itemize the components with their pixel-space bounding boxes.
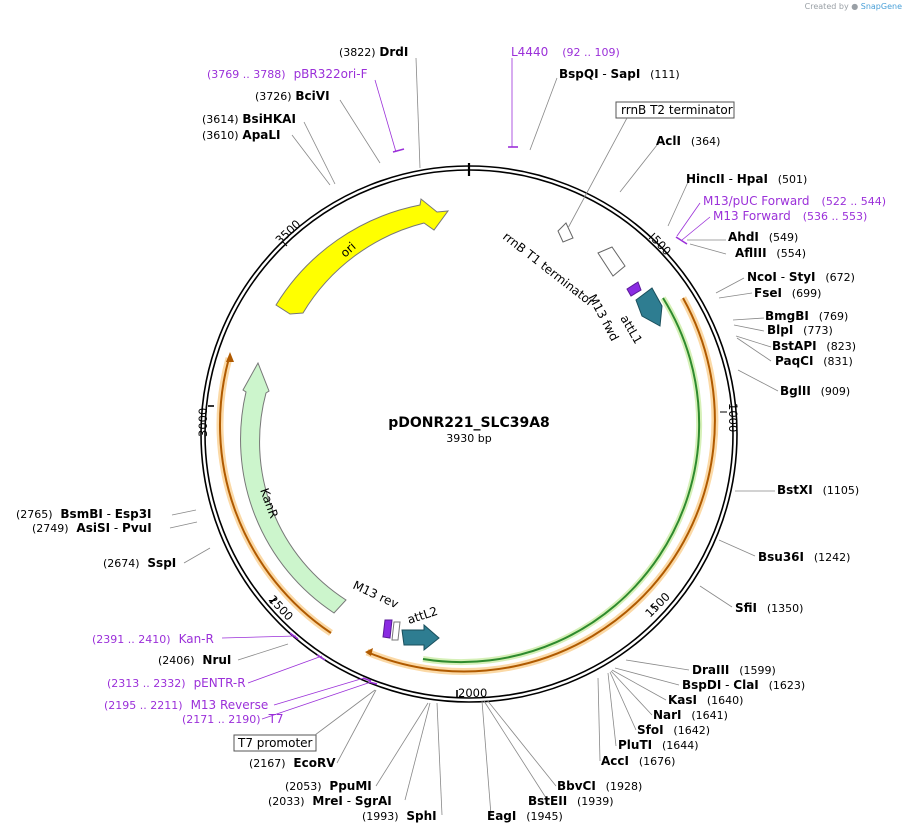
- enzyme-label[interactable]: (2674) SspI: [103, 556, 176, 570]
- enzyme-label[interactable]: (2406) NruI: [158, 653, 231, 667]
- enzyme-label[interactable]: BstAPI (823): [772, 339, 856, 353]
- orf-arc[interactable]: [366, 297, 716, 673]
- orf2-arc[interactable]: [218, 357, 332, 634]
- attl1-label: attL1: [617, 313, 645, 347]
- enzyme-label[interactable]: AccI (1676): [601, 754, 675, 768]
- enzyme-label[interactable]: BspDI - ClaI (1623): [682, 678, 805, 692]
- enzyme-label[interactable]: (2749) AsiSI - PvuI: [32, 521, 152, 535]
- primer-label[interactable]: (2391 .. 2410)Kan-R: [92, 632, 214, 646]
- enzyme-label[interactable]: BlpI (773): [767, 323, 833, 337]
- m13-rev-label: M13 rev: [351, 578, 401, 611]
- enzyme-label[interactable]: SfoI (1642): [637, 723, 710, 737]
- enzyme-label[interactable]: (3610) ApaLI: [202, 128, 281, 142]
- enzyme-label[interactable]: (1993) SphI: [362, 809, 437, 823]
- enzyme-label[interactable]: AclI (364): [656, 134, 720, 148]
- primer-marks: [289, 146, 688, 685]
- enzyme-label[interactable]: PaqCI (831): [775, 354, 853, 368]
- enzyme-label[interactable]: (2053) PpuMI: [285, 779, 372, 793]
- plasmid-size: 3930 bp: [446, 432, 491, 445]
- orf-arrow-head: [365, 648, 373, 656]
- enzyme-label[interactable]: AhdI (549): [728, 230, 798, 244]
- primer-label[interactable]: (2171 .. 2190)T7: [182, 712, 284, 726]
- enzyme-label[interactable]: BbvCI (1928): [557, 779, 642, 793]
- t7-promoter-box: [233, 734, 317, 752]
- primer-label[interactable]: (2313 .. 2332)pENTR-R: [107, 676, 246, 690]
- enzyme-label[interactable]: NarI (1641): [653, 708, 728, 722]
- rrnb-t1-feature[interactable]: [597, 246, 626, 277]
- enzyme-label[interactable]: DraIII (1599): [692, 663, 776, 677]
- ori-feature[interactable]: [275, 198, 450, 315]
- primer-leader-lines: [221, 58, 711, 720]
- enzyme-label[interactable]: PluTI (1644): [618, 738, 699, 752]
- enzyme-label[interactable]: SfiI (1350): [735, 601, 803, 615]
- primer-label[interactable]: (2195 .. 2211)M13 Reverse: [104, 698, 268, 712]
- enzyme-label[interactable]: AflIII (554): [735, 246, 806, 260]
- m13-fwd-feature[interactable]: [626, 281, 642, 297]
- rrnb-t1-label: rrnB T1 terminator: [500, 229, 597, 309]
- attl1-feature[interactable]: [635, 287, 663, 327]
- attl2-feature[interactable]: [401, 623, 440, 652]
- orf2-arrow-head: [226, 352, 234, 362]
- rrnb-t2-box: [615, 101, 735, 119]
- rrnb-t2-box-label: rrnB T2 terminator: [621, 103, 733, 117]
- kanr-feature[interactable]: [240, 361, 347, 614]
- tick-label: 500: [649, 232, 674, 258]
- enzyme-label[interactable]: KasI (1640): [668, 693, 743, 707]
- enzyme-label[interactable]: BspQI - SapI (111): [559, 67, 680, 81]
- enzyme-label[interactable]: (2033) MreI - SgrAI: [268, 794, 392, 808]
- t7-promoter-box-label: T7 promoter: [237, 736, 313, 750]
- enzyme-label[interactable]: BglII (909): [780, 384, 850, 398]
- enzyme-label[interactable]: (3822) DrdI: [339, 45, 408, 59]
- plasmid-name: pDONR221_SLC39A8: [388, 415, 550, 431]
- enzyme-label[interactable]: Bsu36I (1242): [758, 550, 850, 564]
- tick-group: 500 1000 1500 2000 2500 3000 3500: [196, 217, 740, 700]
- enzyme-label[interactable]: NcoI - StyI (672): [747, 270, 855, 284]
- enzyme-label[interactable]: BstEII (1939): [528, 794, 614, 808]
- enzyme-label[interactable]: (3726) BciVI: [255, 89, 330, 103]
- primer-label[interactable]: L4440(92 .. 109): [511, 45, 620, 59]
- primer-labels: L4440(92 .. 109) (3769 .. 3788)pBR322ori…: [92, 45, 886, 726]
- primer-label[interactable]: M13 Forward(536 .. 553): [713, 209, 867, 223]
- enzyme-label[interactable]: FseI (699): [754, 286, 821, 300]
- insert-arc[interactable]: [422, 297, 701, 664]
- tick-label: 3000: [196, 408, 210, 437]
- enzyme-label[interactable]: EagI (1945): [487, 809, 563, 823]
- primer-label[interactable]: M13/pUC Forward(522 .. 544): [703, 194, 886, 208]
- enzyme-label[interactable]: (2167) EcoRV: [249, 756, 336, 770]
- enzyme-label[interactable]: (3614) BsiHKAI: [202, 112, 296, 126]
- snapgene-credit: Created by ● SnapGene: [804, 2, 902, 11]
- tick-label: 1000: [726, 403, 740, 432]
- enzyme-labels: (3822) DrdI (3726) BciVI (3614) BsiHKAI …: [16, 45, 859, 823]
- enzyme-label[interactable]: BstXI (1105): [777, 483, 859, 497]
- attl2-label: attL2: [406, 604, 440, 627]
- enzyme-label[interactable]: BmgBI (769): [765, 309, 848, 323]
- m13-rev-feature[interactable]: [382, 619, 393, 639]
- enzyme-label[interactable]: (2765) BsmBI - Esp3I: [16, 507, 152, 521]
- snapgene-logo-icon: ●: [851, 2, 859, 11]
- tick-label: 2000: [458, 686, 487, 700]
- primer-label[interactable]: (3769 .. 3788)pBR322ori-F: [207, 67, 368, 81]
- enzyme-label[interactable]: HincII - HpaI (501): [686, 172, 807, 186]
- m13-rev-outline: [391, 621, 401, 641]
- rrnb-t2-feature[interactable]: [557, 222, 574, 243]
- leader-lines: [169, 57, 779, 816]
